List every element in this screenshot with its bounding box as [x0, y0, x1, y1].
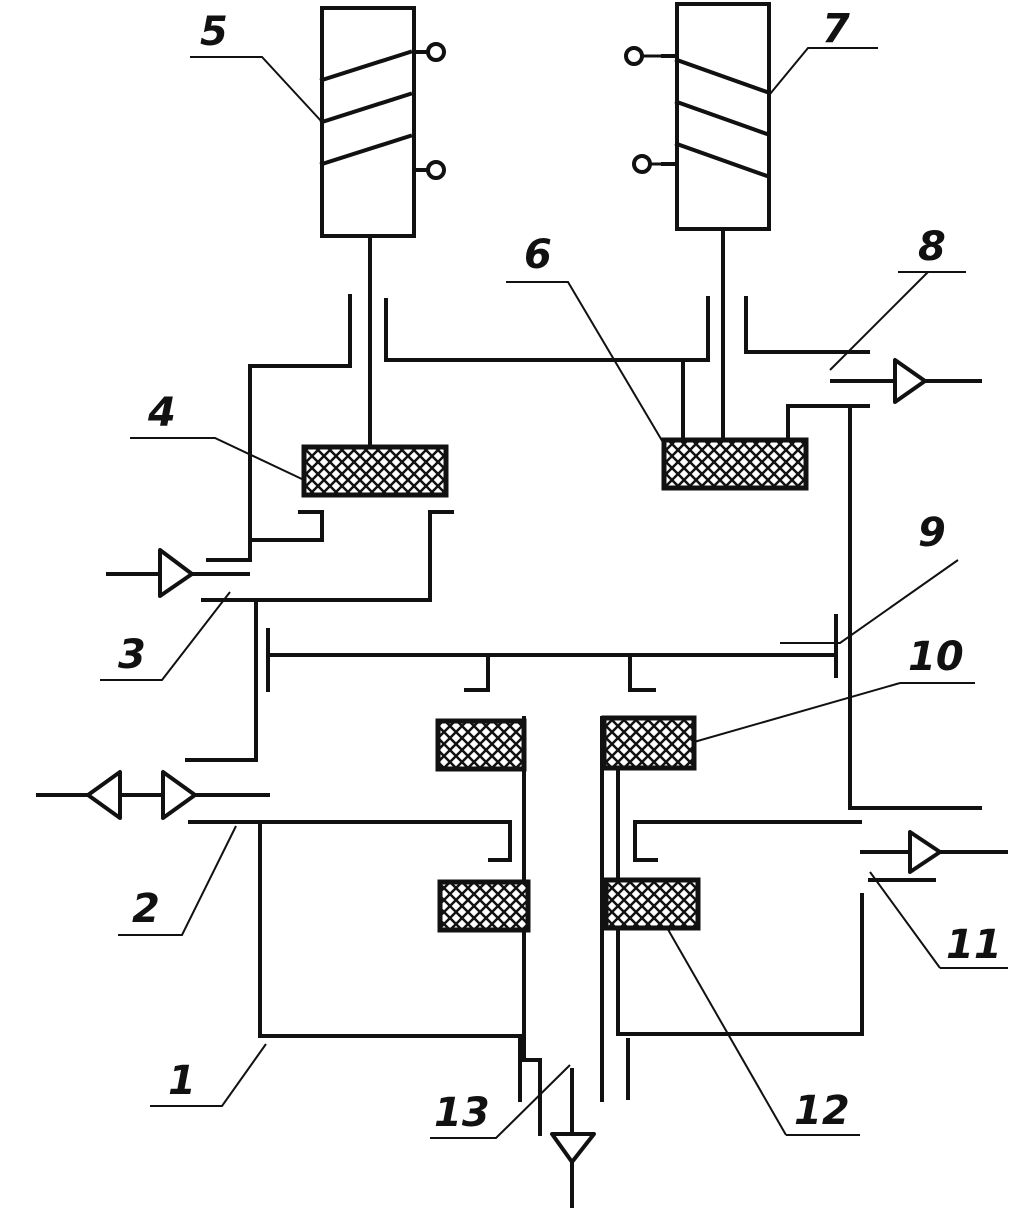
label-7: 7 — [822, 6, 850, 52]
central-spool — [188, 716, 864, 1136]
body-left-lower — [258, 820, 522, 1102]
label-11: 11 — [946, 922, 1002, 968]
diaphragm-9 — [266, 614, 838, 692]
solenoid-5-terminal-top — [426, 42, 446, 62]
seal-upper-left — [435, 718, 527, 772]
leader-lines — [100, 47, 1008, 1139]
label-4: 4 — [147, 390, 176, 436]
label-5: 5 — [200, 9, 228, 55]
port-13 — [550, 1068, 596, 1208]
seal-10 — [601, 715, 697, 771]
label-6: 6 — [524, 232, 552, 278]
solenoid-7-winding — [674, 57, 770, 179]
port-11 — [860, 830, 1008, 882]
solenoid-7-terminal-bottom — [632, 154, 652, 174]
valve-disc-4 — [301, 444, 449, 498]
label-9: 9 — [918, 510, 946, 556]
port-8-arrow — [893, 358, 927, 404]
seal-12 — [603, 877, 701, 931]
seal-lower-left — [437, 879, 531, 933]
label-2: 2 — [132, 886, 160, 932]
port-3 — [106, 538, 258, 762]
solenoid-5-body — [320, 6, 416, 238]
solenoid-7-terminal-top — [624, 46, 644, 66]
label-13: 13 — [434, 1090, 490, 1136]
labels: 5 7 4 6 8 3 9 10 2 11 1 12 13 — [118, 6, 1002, 1136]
label-1: 1 — [168, 1058, 196, 1104]
port-13-arrow — [550, 1132, 596, 1164]
port-11-arrow — [908, 830, 942, 874]
upper-chamber — [201, 294, 982, 810]
port-2-arrow-in — [161, 770, 197, 820]
port-2 — [36, 770, 270, 820]
solenoid-5 — [319, 6, 446, 447]
solenoid-5-winding — [319, 49, 413, 167]
port-3-wall — [206, 538, 252, 562]
port-8 — [830, 358, 982, 404]
solenoid-7 — [624, 2, 771, 450]
label-8: 8 — [918, 224, 946, 270]
valve-disc-6 — [661, 437, 809, 491]
port-3-arrow — [158, 548, 194, 598]
label-10: 10 — [908, 634, 964, 680]
label-3: 3 — [118, 632, 146, 678]
port-2-arrow-out — [86, 770, 122, 820]
solenoid-5-terminal-bottom — [426, 160, 446, 180]
label-12: 12 — [794, 1088, 850, 1134]
body-right-lower — [616, 716, 864, 1036]
